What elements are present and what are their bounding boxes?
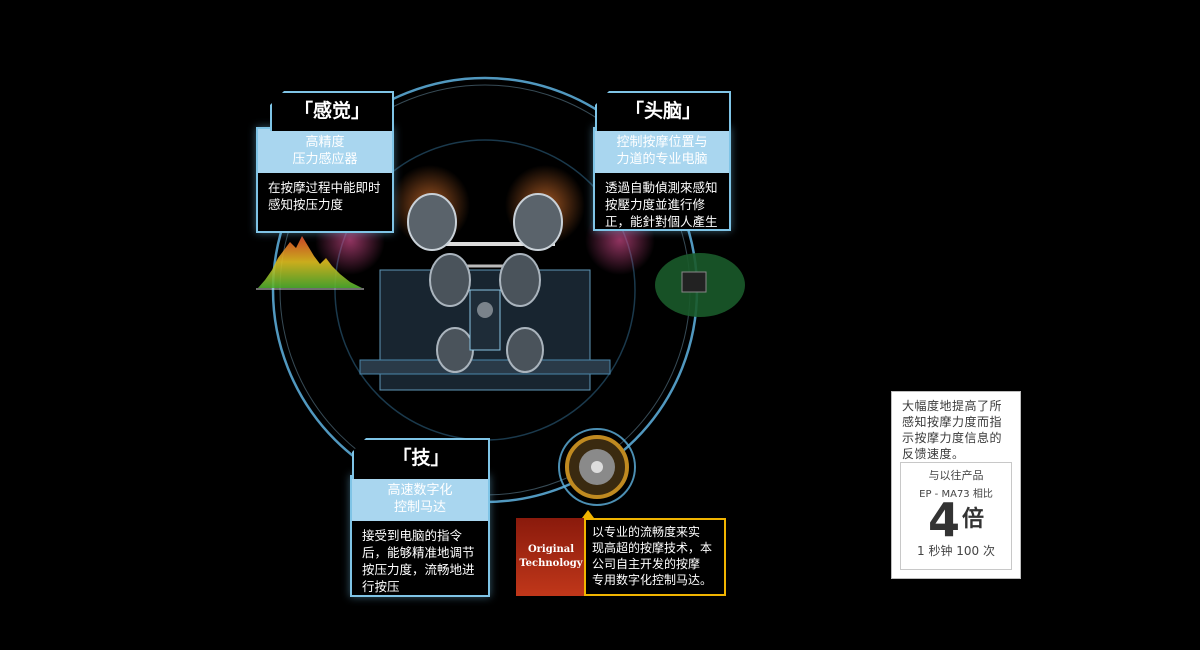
brain-desc-line: 正，能針對個人產生: [605, 214, 718, 229]
tech-desc-line: 后，能够精准地调节: [362, 545, 475, 560]
brain-callout: 「头脑」 控制按摩位置与 力道的专业电脑 透過自動偵測來感知 按壓力度並進行修 …: [593, 91, 731, 231]
info-line: 反馈速度。: [902, 447, 965, 461]
massage-mechanism-illustration: [359, 193, 611, 391]
sampling-rate: 1 秒钟 100 次: [917, 544, 995, 558]
pointer-arrow-icon: [582, 510, 594, 518]
original-technology-badge: Original Technology: [516, 518, 586, 596]
comparison-label: 与以往产品: [928, 469, 984, 482]
original-desc-line: 公司自主开发的按摩: [592, 557, 701, 571]
sense-description: 在按摩过程中能即时 感知按压力度: [258, 173, 392, 219]
brain-desc-line: 按壓力度並進行修: [605, 197, 706, 212]
tech-title: 「技」: [352, 438, 490, 479]
info-line: 示按摩力度信息的: [902, 431, 1003, 445]
tech-subtitle-line: 控制马达: [393, 500, 446, 515]
sense-subtitle: 高精度 压力感应器: [258, 129, 392, 173]
sense-subtitle-line: 压力感应器: [292, 152, 358, 167]
comparison-model: EP - MA73 相比: [919, 489, 993, 500]
original-desc-line: 专用数字化控制马达。: [592, 573, 713, 587]
multiplier-number: 4: [927, 493, 960, 547]
original-technology-box: Original Technology 以专业的流畅度来实 现高超的按摩技术，本…: [516, 510, 730, 596]
tech-desc-line: 行按压: [362, 579, 400, 594]
brain-desc-line: 透過自動偵測來感知: [605, 180, 718, 195]
tech-desc-line: 接受到电脑的指令: [362, 528, 463, 543]
speed-info-text: 大幅度地提高了所 感知按摩力度而指 示按摩力度信息的 反馈速度。: [892, 392, 1020, 462]
multiplier-unit: 倍: [962, 507, 985, 532]
sense-subtitle-line: 高精度: [305, 135, 345, 150]
tech-desc-line: 按压力度，流畅地进: [362, 562, 475, 577]
speed-info-panel: 大幅度地提高了所 感知按摩力度而指 示按摩力度信息的 反馈速度。 与以往产品 E…: [891, 391, 1021, 579]
comparison-box: 与以往产品 EP - MA73 相比 4倍 1 秒钟 100 次: [900, 462, 1012, 570]
original-desc-line: 现高超的按摩技术，本: [592, 541, 713, 555]
original-technology-description: 以专业的流畅度来实 现高超的按摩技术，本 公司自主开发的按摩 专用数字化控制马达…: [584, 518, 726, 596]
tech-subtitle-line: 高速数字化: [387, 483, 453, 498]
sense-desc-line: 感知按压力度: [268, 197, 344, 212]
brain-title: 「头脑」: [595, 91, 731, 131]
badge-line: Original: [527, 544, 575, 555]
sense-title: 「感觉」: [270, 91, 394, 131]
brain-subtitle-line: 力道的专业电脑: [616, 152, 708, 167]
tech-description: 接受到电脑的指令 后，能够精准地调节 按压力度，流畅地进 行按压: [352, 521, 488, 601]
tech-callout: 「技」 高速数字化 控制马达 接受到电脑的指令 后，能够精准地调节 按压力度，流…: [350, 438, 490, 597]
tech-subtitle: 高速数字化 控制马达: [352, 477, 488, 521]
sense-desc-line: 在按摩过程中能即时: [268, 180, 381, 195]
info-line: 大幅度地提高了所: [902, 399, 1003, 413]
brain-subtitle: 控制按摩位置与 力道的专业电脑: [595, 129, 729, 173]
multiplier: 4倍: [901, 497, 1011, 543]
brain-description: 透過自動偵測來感知 按壓力度並進行修 正，能針對個人產生: [595, 173, 729, 236]
info-line: 感知按摩力度而指: [902, 415, 1003, 429]
sense-callout: 「感觉」 高精度 压力感应器 在按摩过程中能即时 感知按压力度: [256, 91, 394, 233]
brain-subtitle-line: 控制按摩位置与: [616, 135, 708, 150]
badge-line: Technology: [519, 558, 583, 569]
original-desc-line: 以专业的流畅度来实: [592, 525, 701, 539]
